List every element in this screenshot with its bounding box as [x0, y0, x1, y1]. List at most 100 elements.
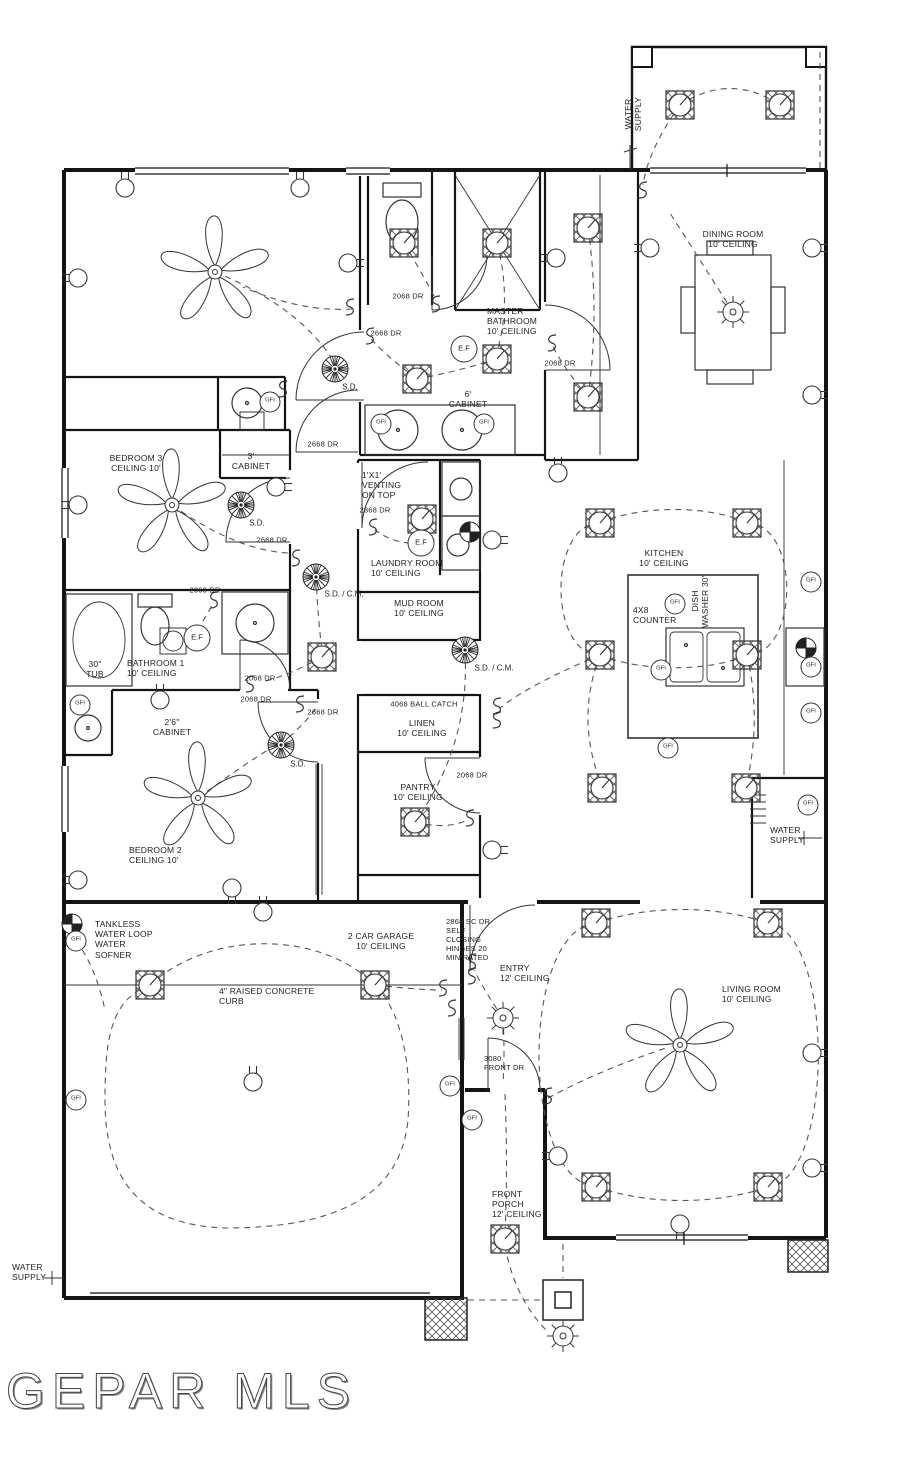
label-garage: 2 CAR GARAGE 10' CEILING [347, 930, 415, 951]
recessed-light-icon [585, 640, 615, 670]
switch-icon [368, 518, 378, 536]
toilet-tank [382, 182, 422, 198]
recessed-light-icon [732, 640, 762, 670]
gfi-outlet: GFI [800, 702, 822, 724]
outlet-icon [253, 895, 273, 922]
label-self-closing-door: 2868 SC DR SELF CLOSING HINGES 20 MIN RA… [446, 917, 491, 962]
recessed-light-icon [482, 228, 512, 258]
label-water-supply-top: WATER SUPPLY [622, 96, 643, 132]
chair-icon [770, 286, 786, 334]
gfi-outlet: GFI [800, 656, 822, 678]
entry-light-icon [486, 1001, 520, 1035]
label-door-2668: 2668 DR [307, 439, 339, 449]
plumbing-icon [795, 637, 817, 659]
gfi-outlet: GFI [370, 413, 392, 435]
recessed-light-icon [573, 213, 603, 243]
dryer-vent-icon [459, 521, 481, 543]
label-smoke-detector: S.D. [249, 518, 265, 528]
label-water-supply-right: WATER SUPPLY [770, 825, 805, 846]
label-cabinet-6ft: 6' CABINET [448, 388, 488, 409]
chair-icon [680, 286, 696, 334]
outlet-icon [115, 171, 135, 198]
master-vanity [364, 404, 516, 456]
recessed-light-icon [753, 1172, 783, 1202]
gfi-outlet: GFI [473, 413, 495, 435]
gfi-outlet: GFI [800, 571, 822, 593]
outlet-icon [539, 248, 566, 268]
label-ball-catch: 4068 BALL CATCH [390, 699, 458, 709]
label-door-2068: 2068 DR [240, 694, 272, 704]
bath1-vanity [221, 591, 289, 655]
recessed-light-icon [765, 90, 795, 120]
dryer-icon [441, 515, 481, 571]
ceiling-fan-icon [141, 741, 255, 850]
label-entry: ENTRY 12' CEILING [500, 963, 550, 984]
recessed-light-icon [402, 364, 432, 394]
recessed-light-icon [360, 970, 390, 1000]
label-cabinet-2ft6: 2'6" CABINET [152, 716, 192, 737]
label-mud-room: MUD ROOM 10' CEILING [394, 597, 444, 618]
recessed-light-icon [482, 344, 512, 374]
label-door-2068: 2068 DR [189, 585, 221, 595]
toilet-icon [140, 606, 170, 646]
smoke-detector-icon [267, 731, 295, 759]
sink-icon [74, 714, 102, 742]
gfi-outlet: GFI [657, 737, 679, 759]
label-master-bathroom: MASTER BATHROOM 10' CEILING [487, 306, 538, 337]
porch-light-icon [546, 1319, 580, 1353]
switch-icon [345, 298, 355, 316]
switch-icon [295, 695, 305, 713]
label-living-room: LIVING ROOM 10' CEILING [722, 984, 781, 1005]
recessed-light-icon [587, 773, 617, 803]
label-door-2668: 2668 DR [370, 328, 402, 338]
outlet-icon [243, 1065, 263, 1092]
recessed-light-icon [573, 382, 603, 412]
outlet-icon [290, 171, 310, 198]
ceiling-fans [115, 215, 737, 1097]
label-front-door: 3080 FRONT DR [484, 1054, 525, 1072]
hatched-column [424, 1297, 468, 1341]
gfi-outlet: GFI [664, 593, 686, 615]
label-venting: 1'X1' VENTING ON TOP [362, 470, 402, 501]
label-cabinet-3ft: 3' CABINET [231, 450, 271, 471]
label-smoke-detector: S.D. [342, 382, 358, 392]
hatched-column [787, 1239, 829, 1273]
ceiling-fan-icon [158, 215, 272, 324]
recessed-light-icon [585, 508, 615, 538]
label-tub-30: 30" TUB [86, 658, 104, 679]
smoke-co-detector-icon [451, 636, 479, 664]
switches [209, 181, 648, 1105]
exhaust-fan: E.F [183, 624, 211, 652]
label-door-2068: 2068 DR [544, 358, 576, 368]
patio-walls [630, 45, 828, 170]
label-smoke-co-detector: S.D. / C.M. [474, 663, 514, 673]
water-supply-tick [798, 831, 822, 845]
switch-icon [447, 999, 457, 1017]
label-linen: LINEN 10' CEILING [397, 717, 447, 738]
label-bedroom-3: BEDROOM 3 CEILING 10' [109, 452, 163, 473]
label-dining-room: DINING ROOM 10' CEILING [702, 228, 764, 249]
recessed-light-icon [389, 228, 419, 258]
label-dishwasher: DISH WASHER 30" [689, 574, 710, 628]
label-kitchen: KITCHEN 10' CEILING [639, 547, 689, 568]
switch-icon [492, 711, 502, 729]
recessed-light-icon [732, 508, 762, 538]
recessed-light-icon [307, 642, 337, 672]
label-front-porch: FRONT PORCH 12' CEILING [492, 1189, 542, 1220]
ceiling-fan-icon [623, 988, 737, 1097]
switch-icon [291, 549, 301, 567]
label-pantry: PANTRY 10' CEILING [393, 781, 443, 802]
porch-columns [424, 1239, 829, 1341]
label-bathroom-1: BATHROOM 1 10' CEILING [127, 658, 185, 679]
recessed-light-icon [400, 807, 430, 837]
label-door-2068: 2068 DR [456, 770, 488, 780]
outlet-icon [150, 683, 170, 710]
gfi-outlet: GFI [461, 1109, 483, 1131]
label-smoke-co-detector: S.D. / C.M. [324, 589, 364, 599]
recessed-light-icon [581, 908, 611, 938]
chair-icon [706, 240, 754, 256]
refrigerator-icon [785, 627, 825, 687]
label-laundry-room: LAUNDRY ROOM 10' CEILING [371, 558, 443, 579]
exhaust-fan: E.F [450, 335, 478, 363]
